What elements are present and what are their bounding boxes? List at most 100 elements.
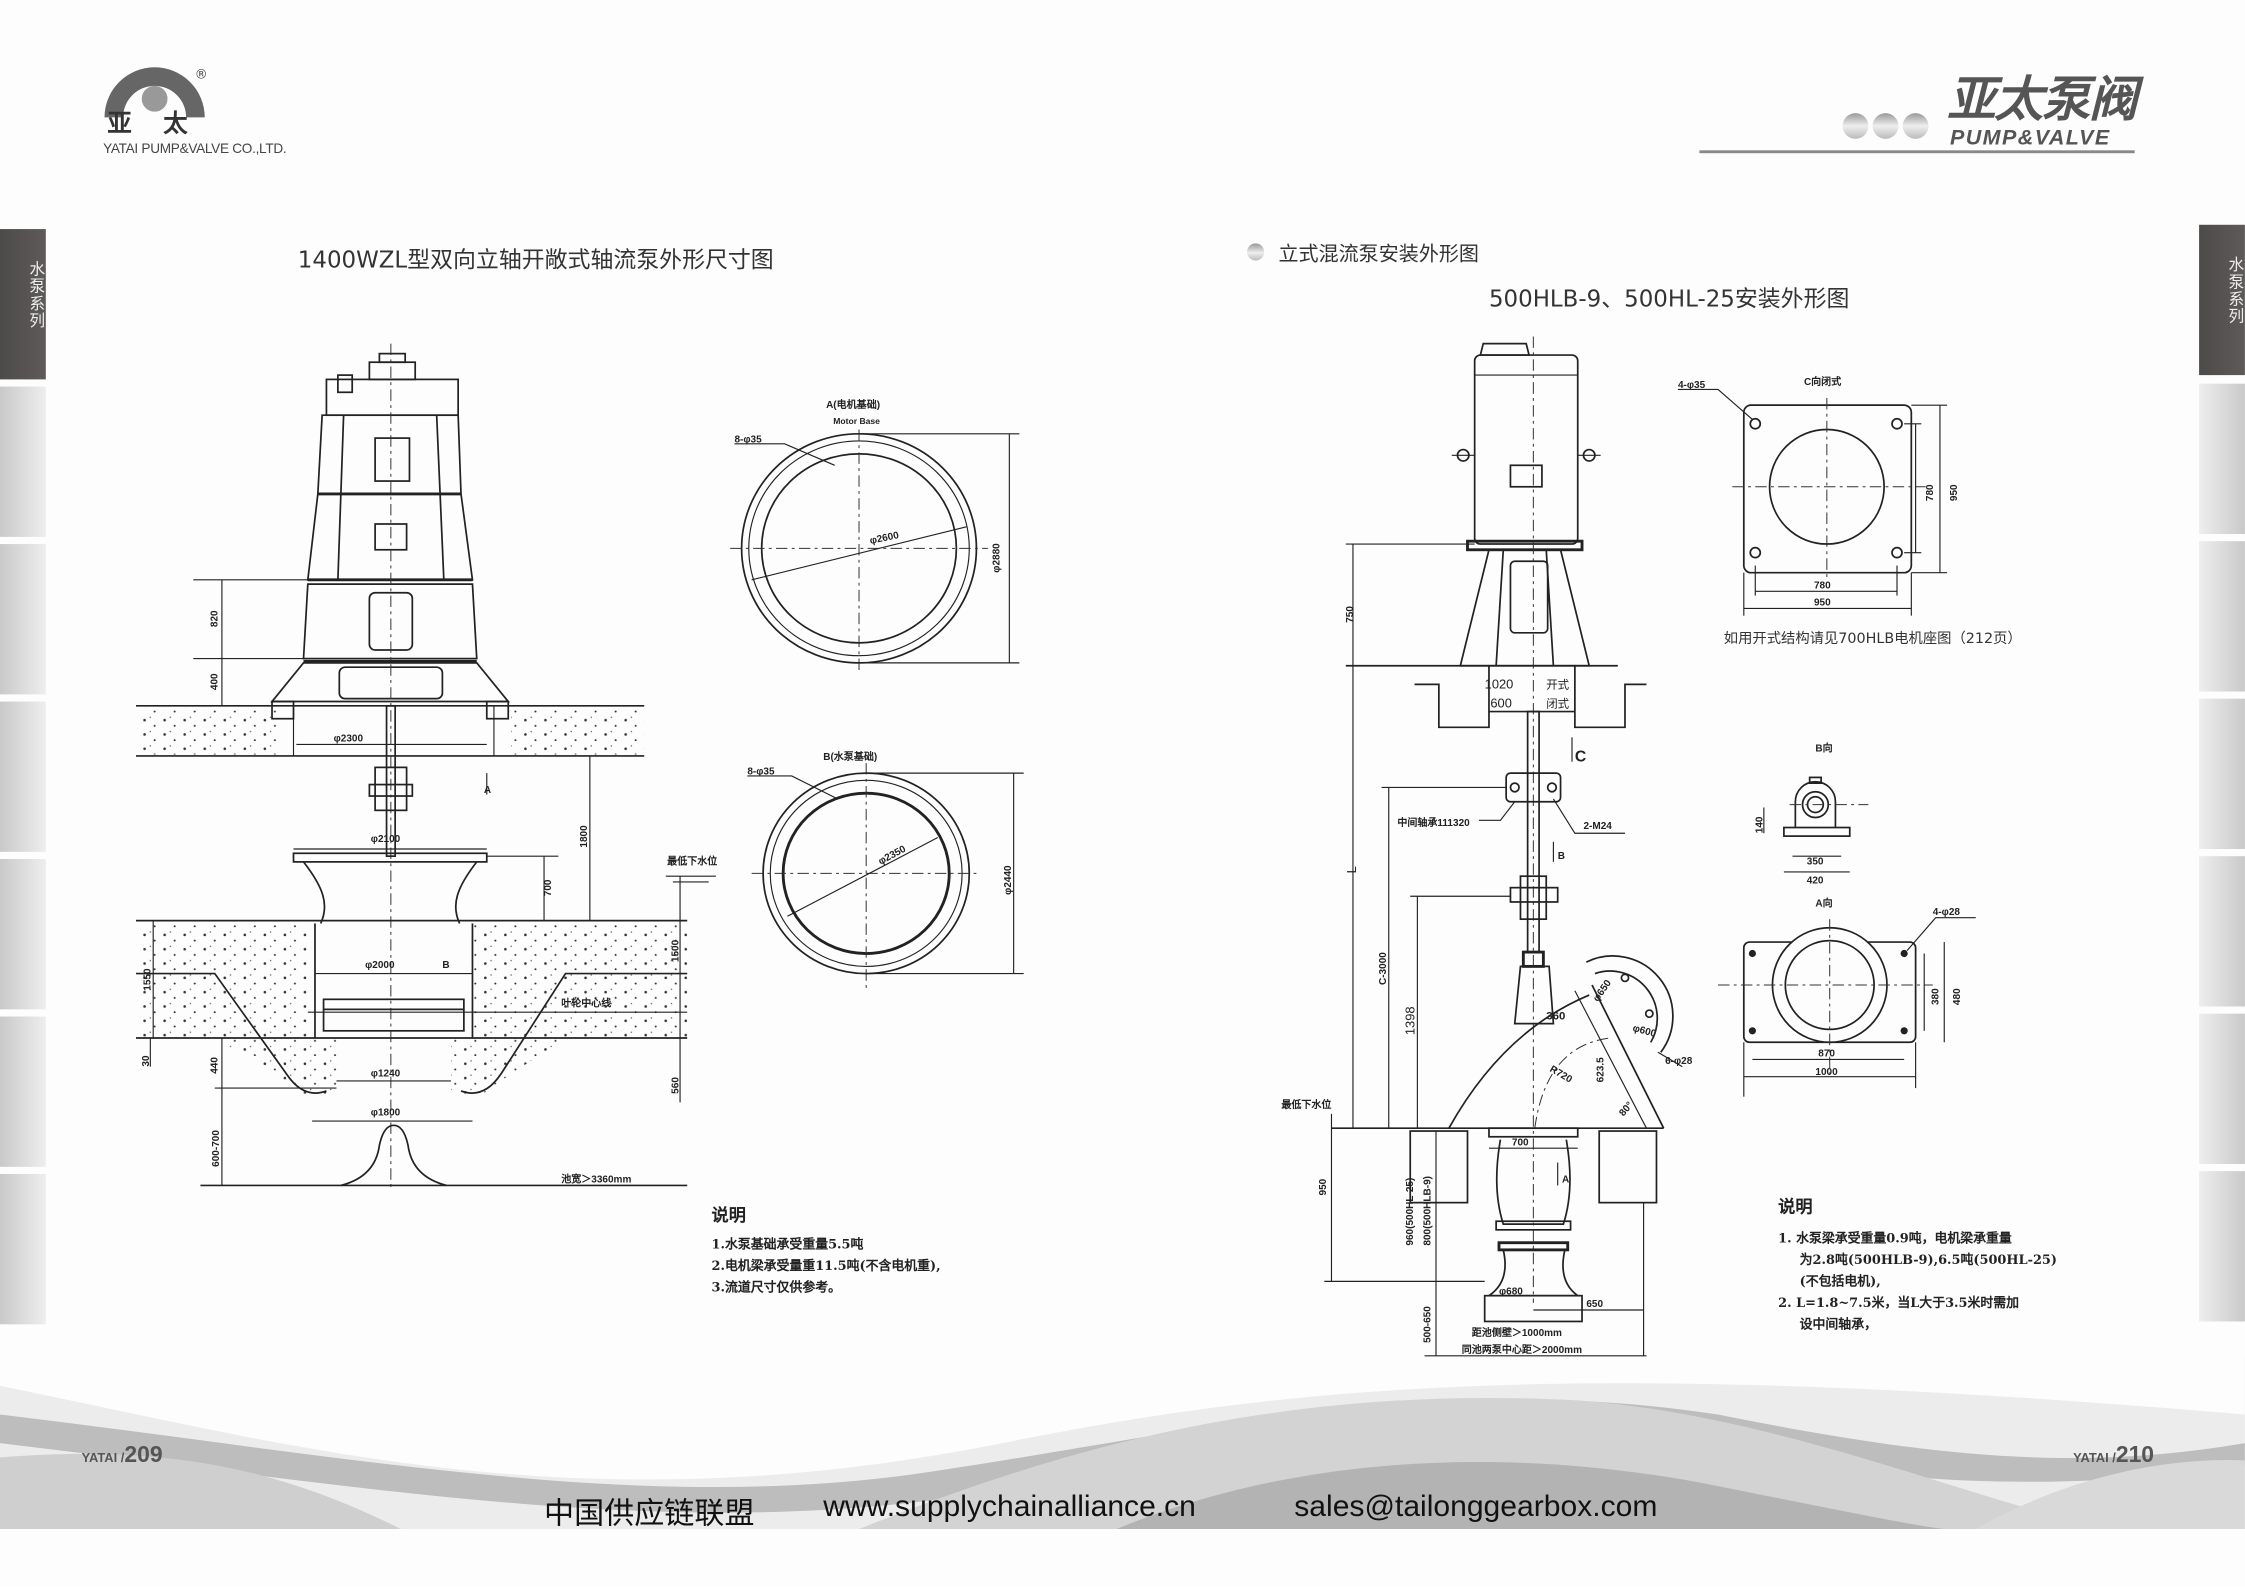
dim-label: 560 <box>671 1077 682 1094</box>
dim-label: 600-700 <box>211 1130 222 1167</box>
footer-url[interactable]: www.supplychainalliance.cn <box>823 1490 1196 1524</box>
dim-label: 360 <box>1546 1010 1565 1022</box>
page-brand: YATAI / <box>2073 1450 2116 1465</box>
closed-type-label: 闭式 <box>1546 697 1569 710</box>
logo-arch-icon <box>104 67 205 118</box>
bolt-holes-label: 8-φ35 <box>747 767 775 778</box>
dim-label: 750 <box>1345 606 1356 623</box>
view-title: A(电机基础) <box>826 398 880 411</box>
side-tab[interactable] <box>0 1173 46 1325</box>
wall-distance-label: 距池侧壁＞1000mm <box>1472 1326 1562 1339</box>
dim-label: φ650 <box>1591 978 1614 1004</box>
side-tab[interactable] <box>2199 1013 2245 1164</box>
mid-bearing-label: 中间轴承111320 <box>1397 816 1470 829</box>
view-title: B(水泵基础) <box>823 750 877 763</box>
axial-pump-elevation-drawing: 820 400 φ2300 A 1800 φ2100 700 1550 φ200… <box>136 343 717 1189</box>
side-tab[interactable] <box>2199 541 2245 692</box>
pump-distance-label: 同池两泵中心距＞2000mm <box>1462 1343 1582 1356</box>
view-arrow-label: B <box>1558 851 1565 862</box>
dim-label: 1020 <box>1485 677 1514 692</box>
note-item: 2. L=1.8~7.5米，当L大于3.5米时需加 <box>1778 1297 2020 1312</box>
logo-chinese-name: 亚太 <box>107 110 220 139</box>
page-number: 209 <box>124 1443 163 1468</box>
logo-registered-mark: ® <box>194 68 208 84</box>
view-title: A向 <box>1815 896 1832 909</box>
dim-label: 30 <box>141 1055 152 1067</box>
side-tab[interactable] <box>0 1016 46 1167</box>
dim-label: 960(500HL-25) <box>1405 1178 1416 1246</box>
side-tab-pumps[interactable]: 水泵系列 <box>0 229 46 380</box>
left-page-title: 1400WZL型双向立轴开敞式轴流泵外形尺寸图 <box>297 246 774 274</box>
min-water-level-label: 最低下水位 <box>1281 1098 1331 1111</box>
footer-wave-decoration <box>0 1357 2245 1530</box>
dim-label: 800(500HLB-9) <box>1422 1176 1433 1246</box>
dim-label: 440 <box>210 1057 221 1074</box>
dim-label: 600 <box>1490 695 1511 710</box>
impeller-centerline-label: 叶轮中心线 <box>561 996 611 1009</box>
dim-label: 1800 <box>579 825 590 848</box>
min-water-level-label: 最低下水位 <box>667 855 717 868</box>
dim-label: 700 <box>1512 1137 1529 1148</box>
footer-email[interactable]: sales@tailonggearbox.com <box>1294 1490 1658 1524</box>
note-item: 为2.8吨(500HLB-9),6.5吨(500HL-25) <box>1799 1254 2057 1269</box>
footer-org: 中国供应链联盟 <box>544 1497 755 1531</box>
view-arrow-label: C <box>1575 749 1586 766</box>
bolt-holes-label: 4-φ35 <box>1678 380 1706 391</box>
motor-base-view-a: A(电机基础) Motor Base 8-φ35 φ2600 φ2880 <box>730 398 1020 673</box>
side-tab[interactable] <box>2199 856 2245 1007</box>
side-tab[interactable] <box>0 386 46 537</box>
dim-label: φ1800 <box>371 1107 401 1118</box>
dim-label: 950 <box>1949 484 1960 501</box>
bolt-holes-label: 4-φ28 <box>1933 907 1961 918</box>
dim-label: 650 <box>1586 1299 1603 1310</box>
dim-label: 480 <box>1952 988 1963 1005</box>
dim-label: 870 <box>1818 1049 1835 1060</box>
view-subtitle: Motor Base <box>833 416 880 426</box>
dim-label: φ2880 <box>991 543 1002 573</box>
dim-label: 950 <box>1814 598 1831 609</box>
page-number: 210 <box>2115 1443 2155 1468</box>
pump-base-view-b: B(水泵基础) 8-φ35 φ2350 φ2440 <box>747 750 1024 988</box>
side-tab[interactable] <box>2199 698 2245 849</box>
motor-seat-view-c: C向闭式 4-φ35 780 950 780 950 <box>1677 375 1960 616</box>
left-notes: 说明 1.水泵基础承受重量5.5吨 2.电机梁承受量重11.5吨(不含电机重),… <box>712 1203 941 1300</box>
dim-label: 1500 <box>671 939 682 962</box>
dim-label: φ1240 <box>371 1069 401 1080</box>
pool-width-label: 池宽＞3360mm <box>561 1173 631 1186</box>
notes-heading: 说明 <box>711 1205 746 1226</box>
dim-label: 700 <box>543 879 554 896</box>
dim-label: φ2350 <box>877 844 909 868</box>
bolt-holes-label: 8-φ35 <box>734 434 762 445</box>
bolt-label: 2-M24 <box>1583 821 1612 832</box>
logo-english-name: YATAI PUMP&VALVE CO.,LTD. <box>103 141 287 158</box>
brand-chinese: 亚太泵阀 <box>1947 71 2137 129</box>
dim-label: φ600 <box>1631 1023 1657 1040</box>
view-arrow-label: A <box>484 785 491 796</box>
dim-label: 420 <box>1807 875 1824 886</box>
page-number-right: YATAI /210 <box>2073 1443 2154 1469</box>
dim-label: φ2100 <box>371 834 401 845</box>
side-tab[interactable] <box>2199 1171 2245 1322</box>
dim-label: 623.5 <box>1596 1057 1607 1082</box>
side-tab[interactable] <box>0 701 46 852</box>
dim-label: φ2440 <box>1003 865 1014 895</box>
dim-label: C-3000 <box>1378 952 1389 985</box>
note-item: 3.流道尺寸仅供参考。 <box>711 1281 841 1296</box>
notes-heading: 说明 <box>1778 1196 1813 1217</box>
brand-header: 亚太泵阀 PUMP&VALVE <box>1698 76 2142 158</box>
decorative-spheres-icon <box>1842 113 1929 139</box>
view-title: C向闭式 <box>1804 375 1841 388</box>
header-rule <box>1699 150 2135 154</box>
dim-label: φ2000 <box>365 960 395 971</box>
side-tab[interactable] <box>2199 383 2245 535</box>
dim-label: 1550 <box>142 968 153 991</box>
view-arrow-label: B <box>442 960 449 971</box>
note-item: (不包括电机), <box>1799 1275 1881 1290</box>
side-tab-label: 水泵系列 <box>27 260 46 330</box>
note-item: 2.电机梁承受量重11.5吨(不含电机重), <box>711 1259 941 1275</box>
section-bullet-icon <box>1247 243 1265 261</box>
side-tab[interactable] <box>0 859 46 1010</box>
side-tab-pumps[interactable]: 水泵系列 <box>2199 224 2245 376</box>
side-tab[interactable] <box>0 544 46 695</box>
